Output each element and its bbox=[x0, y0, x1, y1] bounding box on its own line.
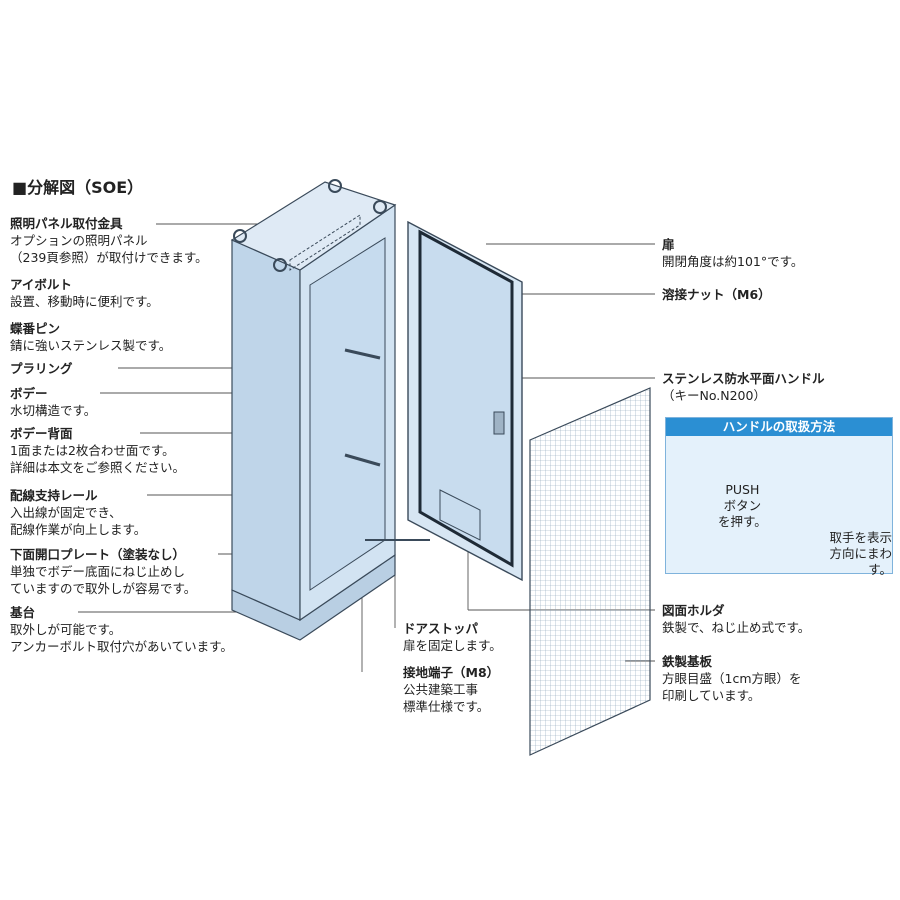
label-ground-terminal: 接地端子（M8） 公共建築工事 標準仕様です。 bbox=[403, 665, 500, 714]
cabinet-door bbox=[407, 220, 523, 582]
label-body-back: ボデー背面 1面または2枚合わせ面です。 詳細は本文をご参照ください。 bbox=[10, 426, 186, 475]
label-light-bracket: 照明パネル取付金具 オプションの照明パネル （239頁参照）が取付けできます。 bbox=[10, 216, 208, 265]
label-base: 基台 取外しが可能です。 アンカーボルト取付穴があいています。 bbox=[10, 605, 233, 654]
callout-title: ハンドルの取扱方法 bbox=[666, 418, 892, 436]
steel-grid-plate bbox=[529, 387, 651, 756]
label-wiring-rail: 配線支持レール 入出線が固定でき、 配線作業が向上します。 bbox=[10, 488, 147, 537]
step2-text: 取手を表示 方向にまわす。 bbox=[829, 530, 892, 577]
label-door: 扉 開閉角度は約101°です。 bbox=[662, 237, 804, 269]
label-body: ボデー 水切構造です。 bbox=[10, 386, 97, 418]
label-hinge-pin: 蝶番ピン 錆に強いステンレス製です。 bbox=[10, 321, 172, 353]
handle-instructions-callout: ハンドルの取扱方法 PUSH ボタン を押す。 取手を表示 方向にまわす。 bbox=[665, 417, 893, 577]
step1-text: PUSH ボタン を押す。 bbox=[718, 482, 767, 529]
label-steel-plate: 鉄製基板 方眼目盛（1cm方眼）を 印刷しています。 bbox=[662, 654, 802, 703]
cabinet-body bbox=[230, 179, 430, 622]
label-weld-nut: 溶接ナット（M6） bbox=[662, 287, 771, 302]
diagram-title: ■分解図（SOE） bbox=[12, 178, 144, 197]
label-bottom-plate: 下面開口プレート（塗装なし） 単独でボデー底面にねじ止めし ていますので取外しが… bbox=[10, 547, 197, 596]
label-handle: ステンレス防水平面ハンドル （キーNo.N200） bbox=[662, 371, 825, 403]
label-eyebolt: アイボルト 設置、移動時に便利です。 bbox=[10, 277, 159, 309]
label-drawing-holder: 図面ホルダ 鉄製で、ねじ止め式です。 bbox=[662, 603, 811, 635]
label-pla-ring: プラリング bbox=[10, 361, 73, 376]
label-door-stopper: ドアストッパ 扉を固定します。 bbox=[403, 621, 502, 653]
